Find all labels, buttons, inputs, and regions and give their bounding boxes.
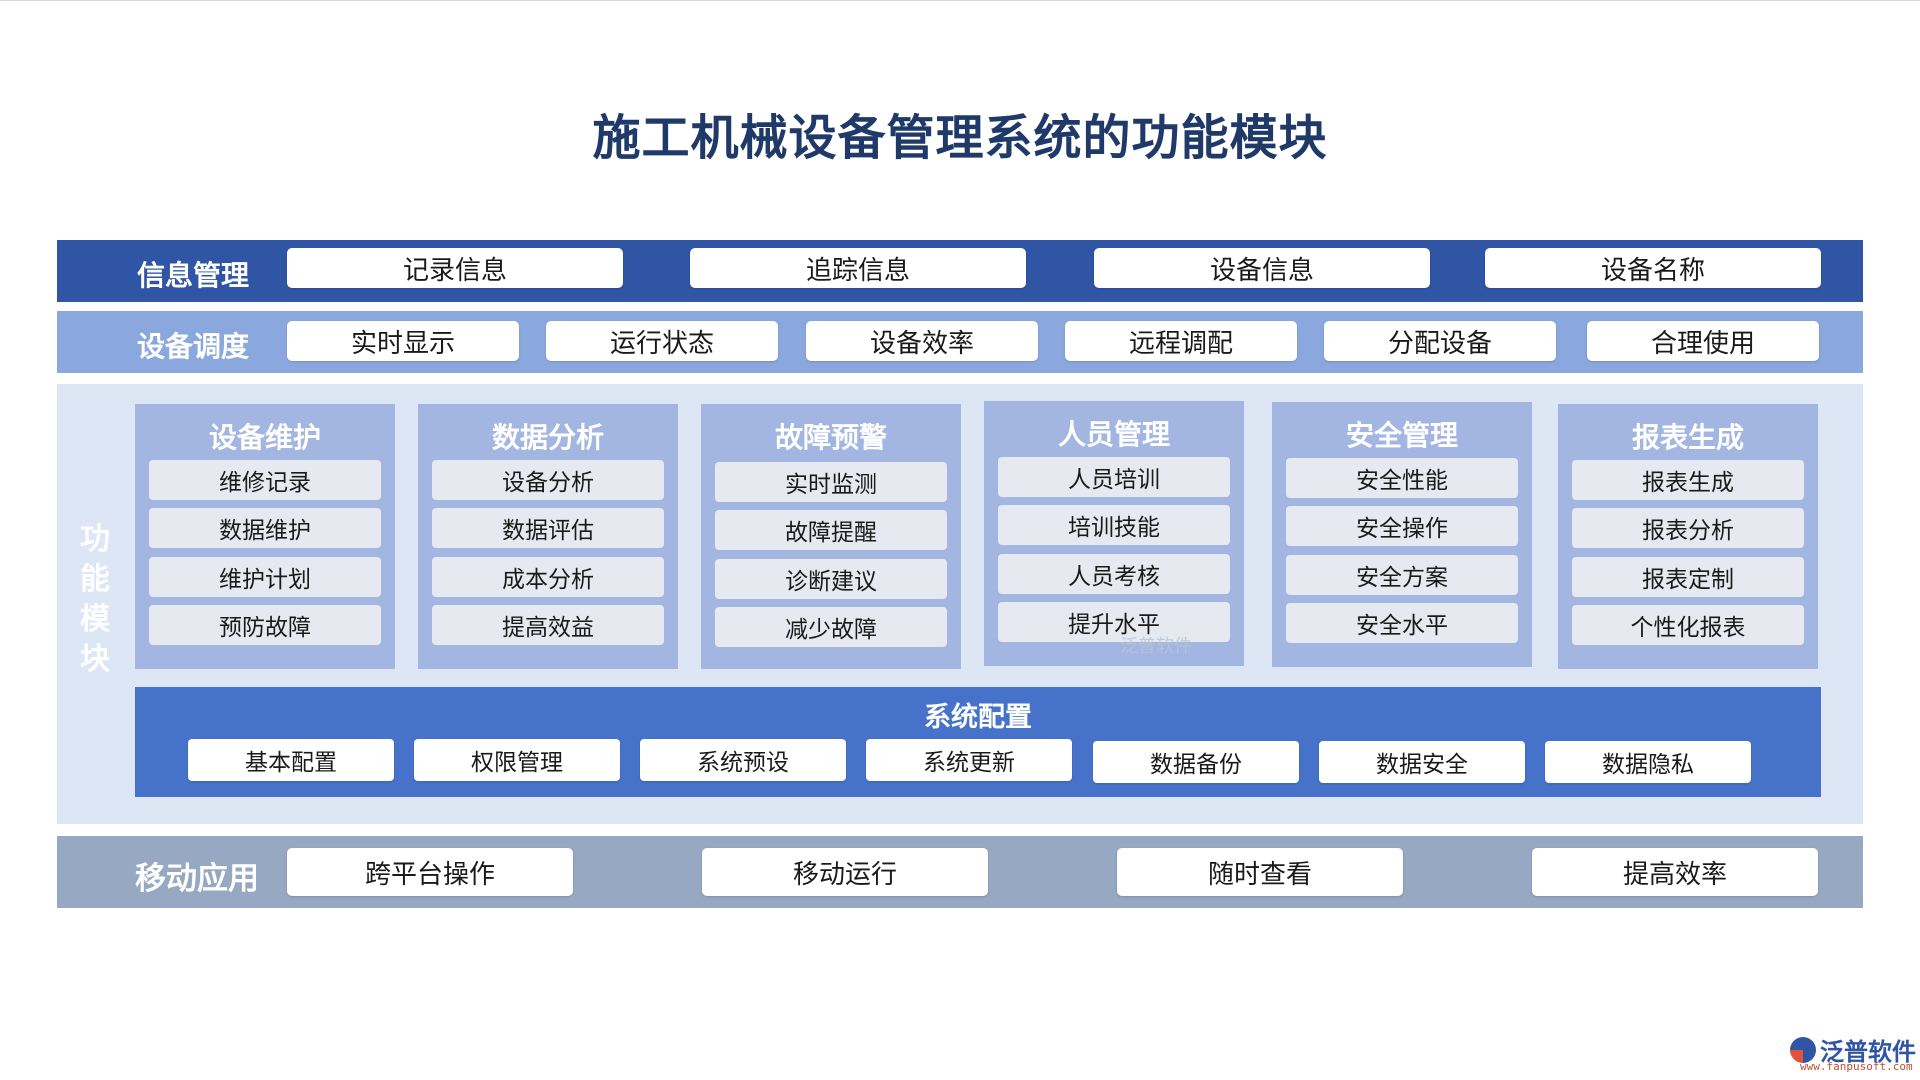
- module-item: 故障提醒: [715, 510, 947, 550]
- module-title: 故障预警: [774, 421, 887, 454]
- module-title: 数据分析: [491, 421, 604, 454]
- system-config-item: 系统更新: [866, 739, 1072, 781]
- mobile-item: 跨平台操作: [287, 848, 573, 896]
- function-modules-area: 功 能 模 块 设备维护 维修记录 数据维护 维护计划 预防故障 数据分析 设备…: [57, 384, 1863, 824]
- module-data-analysis: 数据分析 设备分析 数据评估 成本分析 提高效益: [418, 404, 678, 669]
- module-item: 数据维护: [149, 508, 381, 548]
- module-report-generation: 报表生成 报表生成 报表分析 报表定制 个性化报表: [1558, 404, 1818, 669]
- system-config-item: 数据安全: [1319, 741, 1525, 783]
- module-item: 安全水平: [1286, 603, 1518, 643]
- vertical-label-char: 功: [80, 522, 110, 557]
- system-config-item: 系统预设: [640, 739, 846, 781]
- brand-url: www.fanpusoft.com: [1800, 1060, 1913, 1073]
- module-fault-warning: 故障预警 实时监测 故障提醒 诊断建议 减少故障: [701, 404, 961, 669]
- mobile-application-band: 移动应用 跨平台操作 移动运行 随时查看 提高效率: [57, 836, 1863, 908]
- module-item: 个性化报表: [1572, 605, 1804, 645]
- module-item: 预防故障: [149, 605, 381, 645]
- mobile-item: 移动运行: [702, 848, 988, 896]
- mobile-application-label: 移动应用: [135, 861, 259, 897]
- module-title: 人员管理: [1057, 418, 1170, 451]
- dispatch-item: 合理使用: [1587, 321, 1819, 361]
- info-management-band: 信息管理 记录信息 追踪信息 设备信息 设备名称: [57, 240, 1863, 302]
- module-item: 人员培训: [998, 457, 1230, 497]
- function-modules-vertical-label: 功 能 模 块: [77, 520, 113, 680]
- module-item: 诊断建议: [715, 559, 947, 599]
- info-item: 追踪信息: [690, 248, 1026, 288]
- page-title: 施工机械设备管理系统的功能模块: [592, 110, 1328, 166]
- module-item: 维护计划: [149, 557, 381, 597]
- module-item: 数据评估: [432, 508, 664, 548]
- module-personnel-management: 人员管理 人员培训 培训技能 人员考核 提升水平: [984, 401, 1244, 666]
- equipment-dispatch-label: 设备调度: [137, 330, 250, 363]
- system-config-item: 基本配置: [188, 739, 394, 781]
- dispatch-item: 分配设备: [1324, 321, 1556, 361]
- module-item: 报表定制: [1572, 557, 1804, 597]
- brand-name: 泛普软件: [1820, 1038, 1916, 1066]
- module-safety-management: 安全管理 安全性能 安全操作 安全方案 安全水平: [1272, 402, 1532, 667]
- top-divider: [0, 0, 1920, 1]
- dispatch-item: 远程调配: [1065, 321, 1297, 361]
- dispatch-item: 实时显示: [287, 321, 519, 361]
- module-item: 培训技能: [998, 505, 1230, 545]
- equipment-dispatch-band: 设备调度 实时显示 运行状态 设备效率 远程调配 分配设备 合理使用: [57, 311, 1863, 373]
- system-configuration-panel: 系统配置 基本配置 权限管理 系统预设 系统更新 数据备份 数据安全 数据隐私: [135, 687, 1821, 797]
- module-item: 维修记录: [149, 460, 381, 500]
- module-item: 提高效益: [432, 605, 664, 645]
- info-management-label: 信息管理: [137, 259, 250, 292]
- system-config-item: 权限管理: [414, 739, 620, 781]
- mobile-item: 随时查看: [1117, 848, 1403, 896]
- brand-logo: 泛普软件: [1790, 1032, 1916, 1067]
- module-title: 报表生成: [1631, 421, 1744, 454]
- module-equipment-maintenance: 设备维护 维修记录 数据维护 维护计划 预防故障: [135, 404, 395, 669]
- module-item: 安全性能: [1286, 458, 1518, 498]
- vertical-label-char: 块: [80, 642, 110, 677]
- watermark: 泛普软件: [1120, 636, 1192, 657]
- mobile-item: 提高效率: [1532, 848, 1818, 896]
- module-title: 安全管理: [1345, 419, 1458, 452]
- module-item: 成本分析: [432, 557, 664, 597]
- vertical-label-char: 模: [80, 602, 110, 637]
- module-item: 提升水平: [998, 602, 1230, 642]
- dispatch-item: 运行状态: [546, 321, 778, 361]
- system-configuration-title: 系统配置: [924, 702, 1032, 733]
- system-config-item: 数据备份: [1093, 741, 1299, 783]
- system-config-item: 数据隐私: [1545, 741, 1751, 783]
- module-item: 安全操作: [1286, 506, 1518, 546]
- module-item: 实时监测: [715, 462, 947, 502]
- brand-logo-icon: [1790, 1036, 1816, 1063]
- module-item: 减少故障: [715, 607, 947, 647]
- module-title: 设备维护: [208, 421, 321, 454]
- info-item: 设备名称: [1485, 248, 1821, 288]
- dispatch-item: 设备效率: [806, 321, 1038, 361]
- module-item: 报表生成: [1572, 460, 1804, 500]
- info-item: 记录信息: [287, 248, 623, 288]
- module-item: 报表分析: [1572, 508, 1804, 548]
- vertical-label-char: 能: [80, 562, 110, 597]
- module-item: 安全方案: [1286, 555, 1518, 595]
- module-item: 设备分析: [432, 460, 664, 500]
- module-item: 人员考核: [998, 554, 1230, 594]
- info-item: 设备信息: [1094, 248, 1430, 288]
